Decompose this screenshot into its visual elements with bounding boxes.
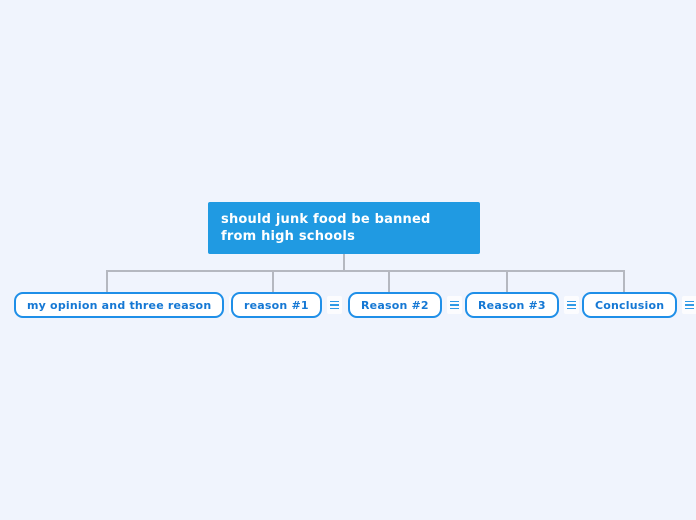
connector-drop-5 (623, 270, 625, 292)
hamburger-menu-icon[interactable] (446, 296, 462, 314)
child-node-label: Reason #2 (361, 298, 429, 312)
connector-drop-1 (106, 270, 108, 292)
hamburger-bar (449, 307, 459, 310)
child-node-label: Reason #3 (478, 298, 546, 312)
hamburger-bar (329, 300, 339, 303)
root-node[interactable]: should junk food be banned from high sch… (208, 202, 480, 254)
hamburger-bar (566, 304, 576, 306)
connector-drop-3 (388, 270, 390, 292)
hamburger-bar (566, 307, 576, 310)
hamburger-bar (685, 304, 695, 306)
child-node-group-2: reason #1 (231, 292, 342, 318)
child-node-label: Conclusion (595, 298, 665, 312)
hamburger-menu-icon[interactable] (563, 296, 579, 314)
hamburger-bar (329, 307, 339, 310)
hamburger-bar (685, 300, 695, 303)
child-node-my-opinion-and-three-reason[interactable]: my opinion and three reason (14, 292, 225, 318)
child-node-reason-2[interactable]: Reason #2 (348, 292, 442, 318)
connector-drop-4 (506, 270, 508, 292)
child-node-group-3: Reason #2 (348, 292, 462, 318)
child-node-group-1: my opinion and three reason (14, 292, 245, 318)
child-node-group-4: Reason #3 (465, 292, 579, 318)
connector-drop-2 (272, 270, 274, 292)
connector-horizontal-bus (106, 270, 625, 272)
child-node-label: my opinion and three reason (27, 298, 212, 312)
hamburger-bar (566, 300, 576, 303)
child-node-label: reason #1 (244, 298, 309, 312)
child-node-reason-3[interactable]: Reason #3 (465, 292, 559, 318)
root-node-label: should junk food be banned from high sch… (221, 212, 431, 244)
hamburger-bar (685, 307, 695, 310)
child-node-reason-1[interactable]: reason #1 (231, 292, 322, 318)
child-node-group-5: Conclusion (582, 292, 696, 318)
hamburger-menu-icon[interactable] (682, 296, 696, 314)
child-node-conclusion[interactable]: Conclusion (582, 292, 678, 318)
hamburger-menu-icon[interactable] (326, 296, 342, 314)
connector-root-stub (343, 254, 345, 271)
hamburger-bar (449, 304, 459, 306)
hamburger-bar (329, 304, 339, 306)
hamburger-bar (449, 300, 459, 303)
